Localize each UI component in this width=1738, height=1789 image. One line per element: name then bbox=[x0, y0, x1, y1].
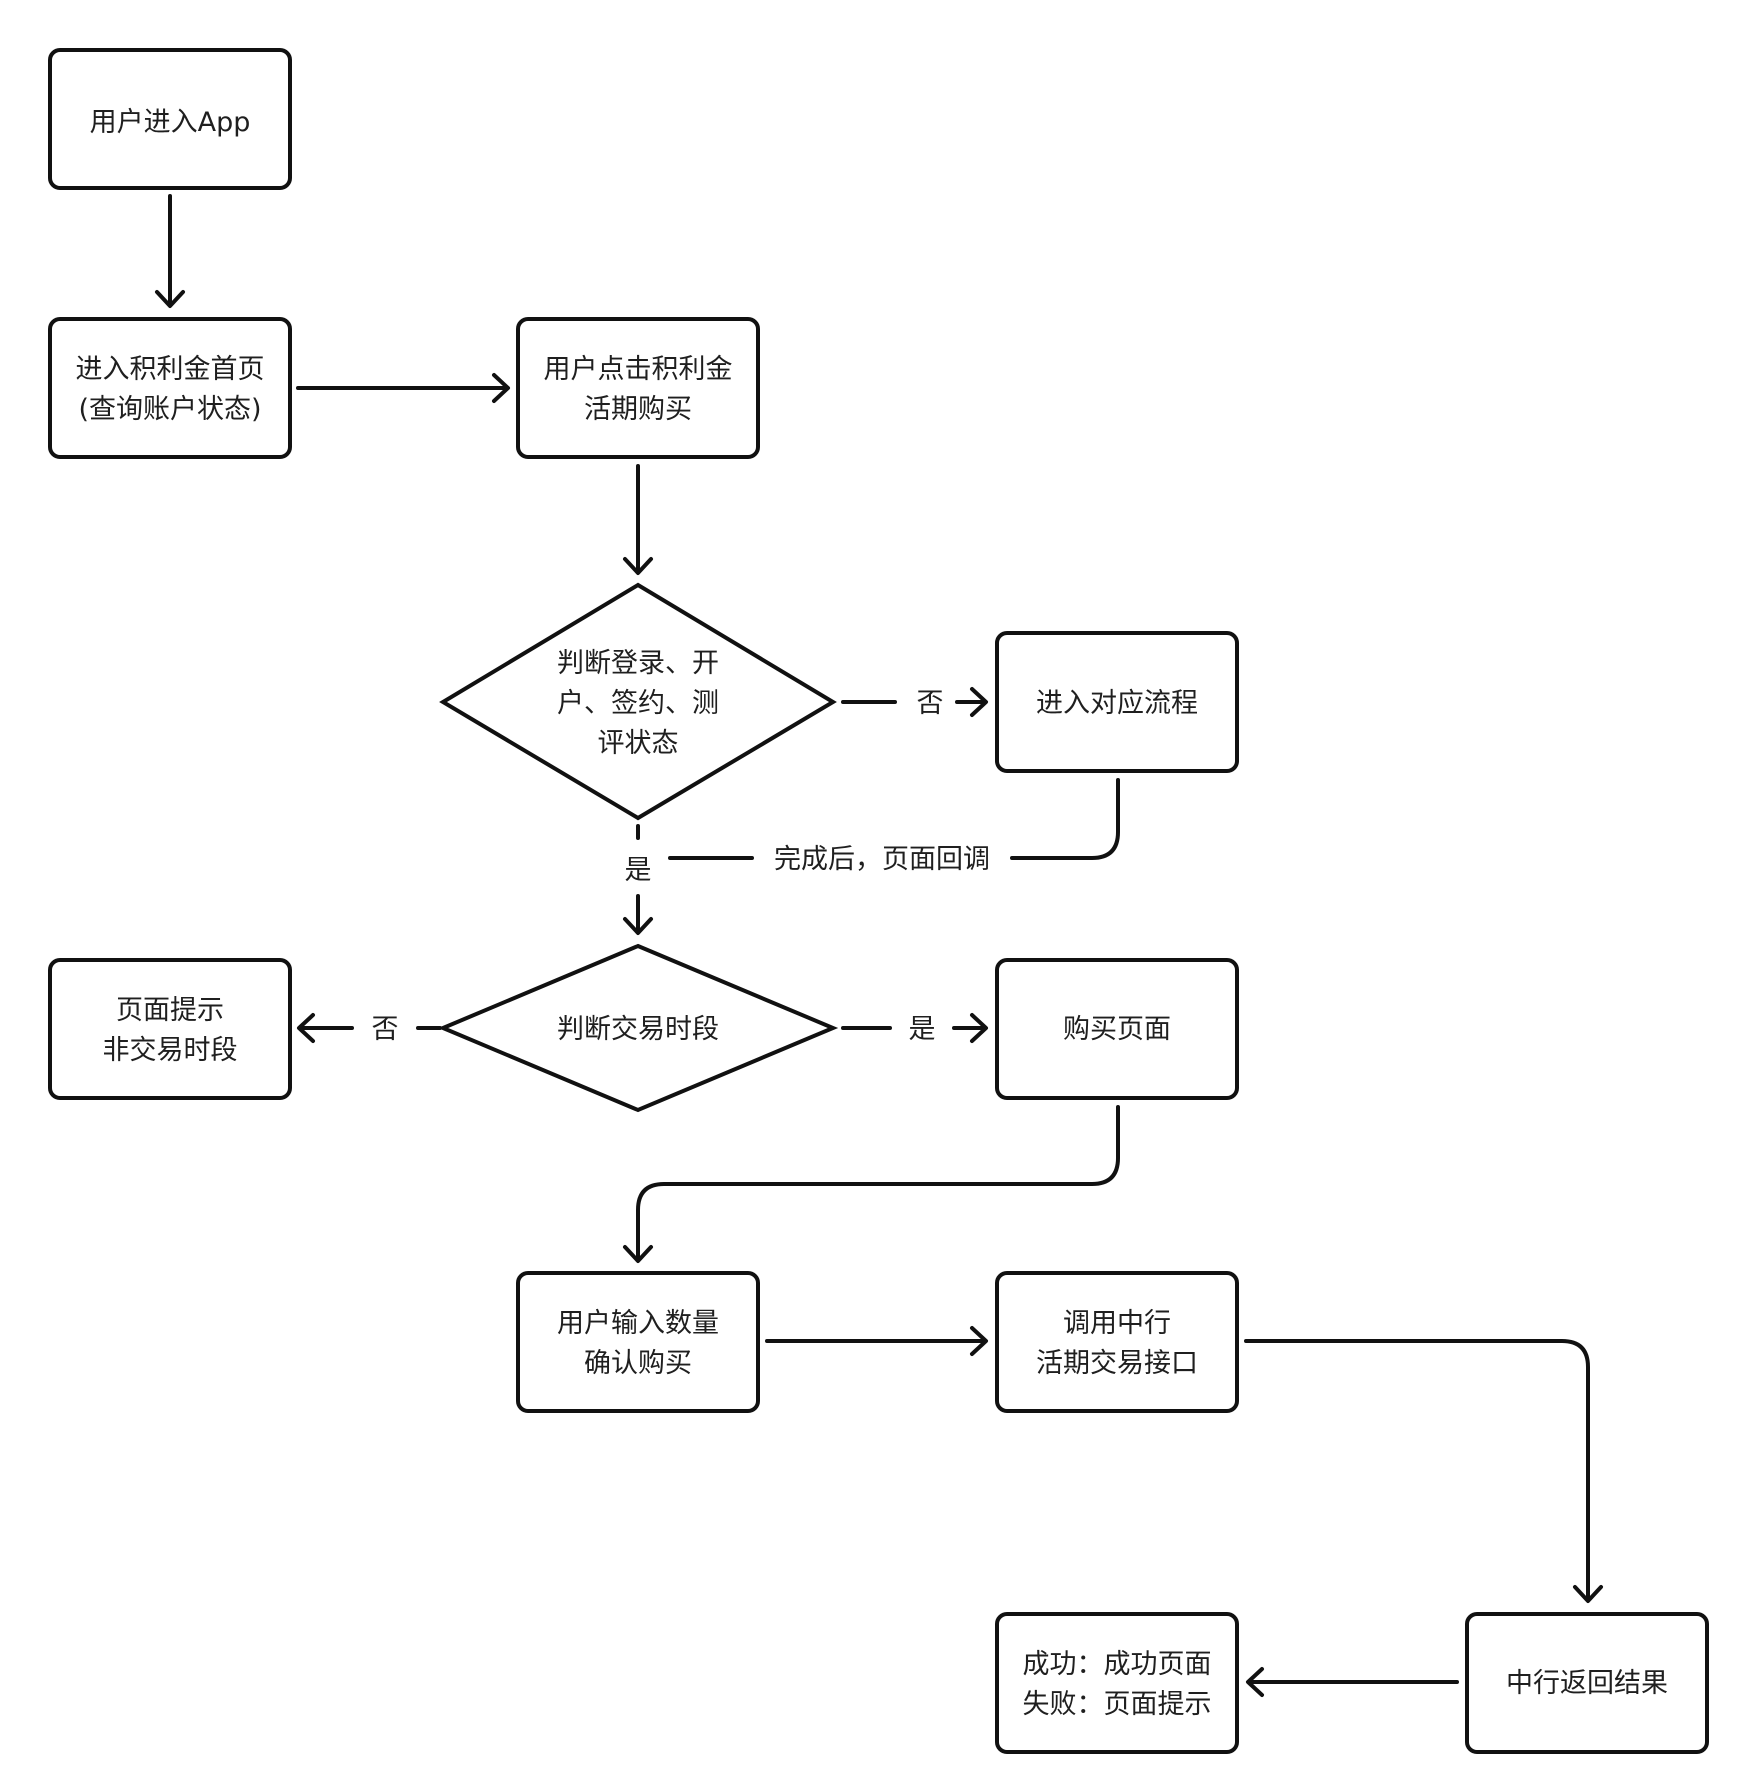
svg-text:(查询账户状态): (查询账户状态) bbox=[78, 394, 261, 425]
node-check-status: 判断登录、开 户、签约、测 评状态 bbox=[439, 582, 837, 821]
edge-click-to-status bbox=[623, 464, 653, 575]
svg-text:中行返回结果: 中行返回结果 bbox=[1506, 1668, 1668, 1699]
edge-api-to-return bbox=[1244, 1339, 1603, 1603]
edge-input-to-api bbox=[765, 1326, 988, 1356]
svg-text:活期交易接口: 活期交易接口 bbox=[1036, 1348, 1198, 1379]
node-input-qty: 用户输入数量 确认购买 bbox=[516, 1271, 760, 1413]
svg-text:用户进入App: 用户进入App bbox=[90, 107, 251, 138]
edge-return-to-result bbox=[1246, 1667, 1459, 1697]
node-bank-return: 中行返回结果 bbox=[1465, 1612, 1709, 1754]
node-result: 成功：成功页面 失败：页面提示 bbox=[995, 1612, 1239, 1754]
node-check-time: 判断交易时段 bbox=[437, 943, 839, 1113]
svg-text:活期购买: 活期购买 bbox=[584, 394, 692, 425]
svg-text:判断登录、开: 判断登录、开 bbox=[557, 648, 719, 679]
label-time-yes: 是 bbox=[909, 1014, 936, 1045]
svg-text:判断交易时段: 判断交易时段 bbox=[557, 1014, 719, 1045]
edge-time-no bbox=[297, 1013, 442, 1043]
node-enter-app: 用户进入App bbox=[48, 48, 292, 190]
node-non-trading: 页面提示 非交易时段 bbox=[48, 958, 292, 1100]
svg-text:户、签约、测: 户、签约、测 bbox=[557, 688, 719, 719]
svg-text:确认购买: 确认购买 bbox=[584, 1348, 692, 1379]
label-status-no: 否 bbox=[917, 688, 944, 719]
edge-status-yes bbox=[623, 824, 653, 935]
label-status-yes: 是 bbox=[625, 855, 652, 886]
node-call-api: 调用中行 活期交易接口 bbox=[995, 1271, 1239, 1413]
svg-text:非交易时段: 非交易时段 bbox=[103, 1035, 238, 1066]
edge-time-yes bbox=[841, 1013, 988, 1043]
svg-text:页面提示: 页面提示 bbox=[116, 995, 224, 1026]
label-time-no: 否 bbox=[372, 1014, 399, 1045]
svg-text:用户点击积利金: 用户点击积利金 bbox=[544, 354, 733, 385]
node-buy-page: 购买页面 bbox=[995, 958, 1239, 1100]
node-click-buy: 用户点击积利金 活期购买 bbox=[516, 317, 760, 459]
node-home-page: 进入积利金首页 (查询账户状态) bbox=[48, 317, 292, 459]
edge-buy-to-input bbox=[623, 1105, 1120, 1263]
label-callback: 完成后，页面回调 bbox=[774, 844, 990, 875]
edge-enter-to-home bbox=[155, 194, 185, 308]
svg-text:调用中行: 调用中行 bbox=[1063, 1308, 1171, 1339]
svg-text:成功：成功页面: 成功：成功页面 bbox=[1023, 1649, 1212, 1680]
svg-text:进入对应流程: 进入对应流程 bbox=[1036, 688, 1198, 719]
edge-home-to-click bbox=[296, 373, 510, 403]
node-enter-flow: 进入对应流程 bbox=[995, 631, 1239, 773]
edge-status-no bbox=[841, 687, 988, 717]
svg-text:失败：页面提示: 失败：页面提示 bbox=[1023, 1689, 1212, 1720]
svg-text:评状态: 评状态 bbox=[598, 728, 679, 759]
svg-text:用户输入数量: 用户输入数量 bbox=[557, 1308, 719, 1339]
svg-text:进入积利金首页: 进入积利金首页 bbox=[76, 354, 265, 385]
svg-text:购买页面: 购买页面 bbox=[1063, 1014, 1171, 1045]
edge-callback bbox=[668, 778, 1120, 860]
